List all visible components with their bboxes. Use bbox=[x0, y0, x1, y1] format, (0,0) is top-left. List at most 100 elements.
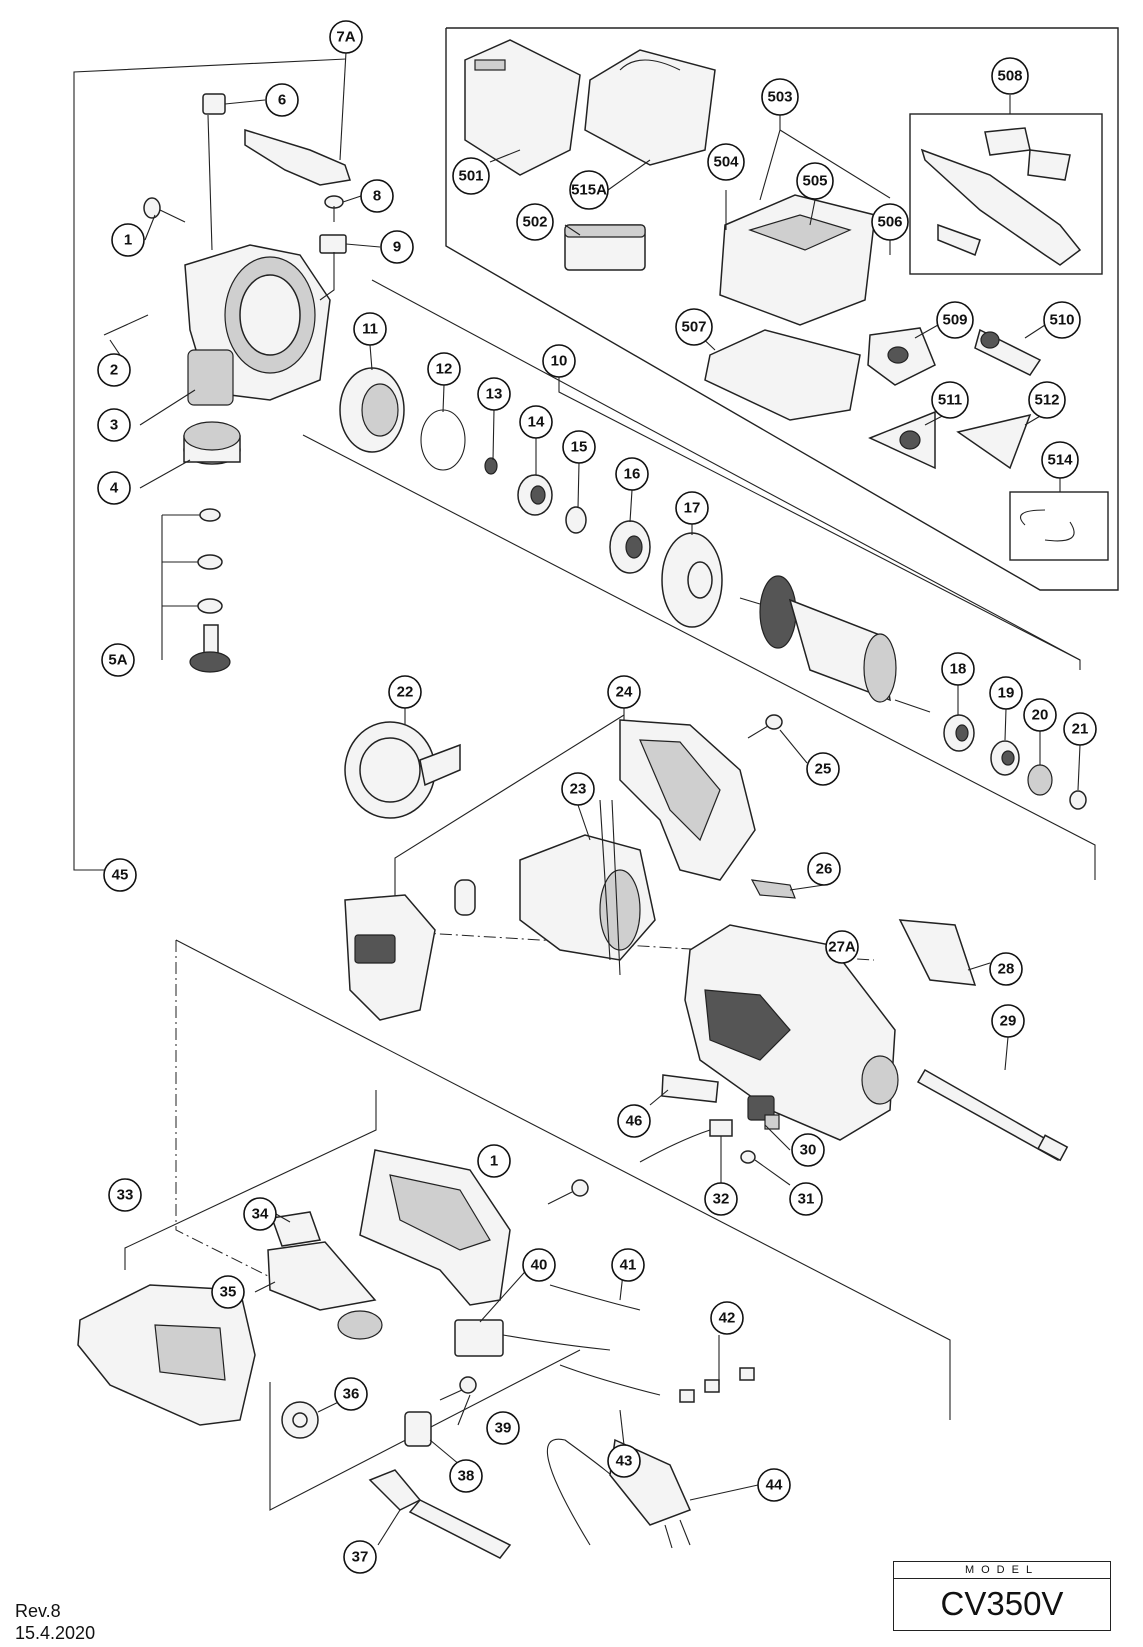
callout-35: 35 bbox=[211, 1275, 245, 1309]
callout-24: 24 bbox=[607, 675, 641, 709]
screw-1-lower bbox=[547, 1179, 589, 1205]
svg-text:30: 30 bbox=[800, 1142, 817, 1159]
callout-36: 36 bbox=[334, 1377, 368, 1411]
svg-text:9: 9 bbox=[393, 239, 401, 256]
switch-knob-26 bbox=[750, 879, 796, 899]
callout-34: 34 bbox=[243, 1197, 277, 1231]
insulator-36 bbox=[281, 1401, 319, 1439]
callout-28: 28 bbox=[989, 952, 1023, 986]
svg-text:43: 43 bbox=[616, 1453, 633, 1470]
svg-text:27A: 27A bbox=[828, 939, 856, 956]
svg-text:15: 15 bbox=[571, 439, 588, 456]
svg-text:25: 25 bbox=[815, 761, 832, 778]
spring-9 bbox=[319, 234, 347, 254]
callout-5a: 5A bbox=[101, 643, 135, 677]
wrench-29 bbox=[916, 1068, 1069, 1162]
svg-text:512: 512 bbox=[1034, 392, 1059, 409]
svg-text:501: 501 bbox=[458, 168, 483, 185]
screw-1-upper bbox=[143, 197, 186, 223]
callout-10: 10 bbox=[542, 344, 576, 378]
svg-text:45: 45 bbox=[112, 867, 129, 884]
svg-text:13: 13 bbox=[486, 386, 503, 403]
svg-text:6: 6 bbox=[278, 92, 286, 109]
frame-line-gear bbox=[371, 279, 1081, 670]
svg-text:42: 42 bbox=[719, 1310, 736, 1327]
housing-24 bbox=[619, 719, 756, 881]
svg-text:1: 1 bbox=[490, 1153, 498, 1170]
svg-text:508: 508 bbox=[997, 68, 1022, 85]
svg-text:19: 19 bbox=[998, 685, 1015, 702]
svg-text:32: 32 bbox=[713, 1191, 730, 1208]
spacer-15 bbox=[565, 506, 587, 534]
callout-31: 31 bbox=[789, 1182, 823, 1216]
svg-text:7A: 7A bbox=[336, 29, 355, 46]
screw-31 bbox=[740, 1150, 756, 1164]
callout-leaders bbox=[109, 51, 1081, 1546]
handle-cover-33 bbox=[77, 1284, 256, 1426]
plate-28 bbox=[898, 919, 977, 986]
callout-38: 38 bbox=[449, 1459, 483, 1493]
callout-20: 20 bbox=[1023, 698, 1057, 732]
washer-21 bbox=[1069, 790, 1087, 810]
callout-26: 26 bbox=[807, 852, 841, 886]
callout-45: 45 bbox=[103, 858, 137, 892]
svg-text:11: 11 bbox=[362, 321, 378, 338]
nut-4 bbox=[183, 421, 241, 465]
callout-41: 41 bbox=[611, 1248, 645, 1282]
pad-511 bbox=[868, 410, 936, 470]
cord-clip-38 bbox=[404, 1411, 432, 1447]
dust-adapter-508 bbox=[920, 127, 1082, 266]
switch-34 bbox=[270, 1211, 322, 1247]
callout-29: 29 bbox=[991, 1004, 1025, 1038]
field-23 bbox=[519, 799, 656, 976]
frame-line-left bbox=[73, 58, 347, 871]
fan-guide-22 bbox=[344, 721, 461, 819]
brush-holder-30 bbox=[747, 1095, 780, 1130]
frame-line-lower bbox=[175, 939, 951, 1420]
callout-13: 13 bbox=[477, 377, 511, 411]
svg-text:510: 510 bbox=[1049, 312, 1074, 329]
callout-33: 33 bbox=[108, 1178, 142, 1212]
svg-text:509: 509 bbox=[942, 312, 967, 329]
svg-text:10: 10 bbox=[551, 353, 568, 370]
callout-3: 3 bbox=[97, 408, 131, 442]
svg-text:29: 29 bbox=[1000, 1013, 1017, 1030]
callout-506: 506 bbox=[871, 203, 909, 241]
revision-date: 15.4.2020 bbox=[15, 1623, 96, 1643]
screw-39 bbox=[439, 1376, 477, 1401]
svg-text:44: 44 bbox=[766, 1477, 783, 1494]
svg-text:511: 511 bbox=[938, 392, 962, 409]
case-502 bbox=[564, 224, 646, 271]
callout-511: 511 bbox=[931, 381, 969, 419]
svg-text:16: 16 bbox=[624, 466, 641, 483]
pin-2 bbox=[103, 314, 149, 336]
ring-13 bbox=[484, 457, 498, 475]
bag-515a bbox=[584, 49, 716, 166]
noise-suppressor-32 bbox=[639, 1119, 733, 1163]
callout-14: 14 bbox=[519, 405, 553, 439]
svg-text:505: 505 bbox=[802, 173, 827, 190]
callout-502: 502 bbox=[516, 203, 554, 241]
callout-22: 22 bbox=[388, 675, 422, 709]
svg-text:2: 2 bbox=[110, 362, 118, 379]
screw-8 bbox=[324, 195, 344, 222]
callout-504: 504 bbox=[707, 143, 745, 181]
callout-37: 37 bbox=[343, 1540, 377, 1574]
label-46 bbox=[661, 1074, 719, 1103]
sheet-512 bbox=[956, 413, 1032, 470]
svg-text:12: 12 bbox=[436, 361, 453, 378]
revision-number: Rev.8 bbox=[15, 1601, 61, 1621]
handle-housing-1-lower bbox=[359, 1149, 511, 1306]
svg-text:503: 503 bbox=[767, 89, 792, 106]
accessory-508-frame bbox=[909, 113, 1103, 275]
callout-30: 30 bbox=[791, 1133, 825, 1167]
callout-515a: 515A bbox=[569, 170, 609, 210]
internal-wire-41 bbox=[549, 1284, 641, 1311]
model-label: MODEL bbox=[894, 1562, 1110, 1579]
svg-text:35: 35 bbox=[220, 1284, 237, 1301]
callout-27a: 27A bbox=[825, 930, 859, 964]
svg-text:41: 41 bbox=[620, 1257, 637, 1274]
case-503 bbox=[719, 194, 876, 326]
inlay-507 bbox=[704, 329, 861, 421]
svg-text:18: 18 bbox=[950, 661, 967, 678]
